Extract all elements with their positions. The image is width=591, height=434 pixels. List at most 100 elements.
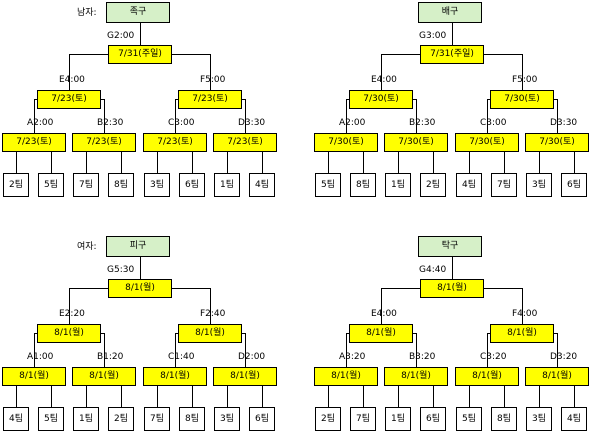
quarter-time-slot: B2:30 — [97, 118, 124, 128]
connector-line — [69, 54, 108, 55]
connector-line — [363, 376, 364, 407]
quarter-time-slot: D3:20 — [550, 352, 578, 362]
sport-name: 탁구 — [418, 236, 482, 257]
quarter-time-slot: D2:00 — [238, 352, 266, 362]
quarter-match-date: 7/30(토) — [525, 133, 589, 152]
connector-line — [433, 142, 434, 173]
quarter-match-date: 7/23(토) — [143, 133, 207, 152]
connector-line — [554, 333, 557, 334]
quarter-match-date: 8/1(월) — [314, 367, 378, 386]
connector-line — [346, 99, 349, 100]
quarter-match-date: 8/1(월) — [143, 367, 207, 386]
connector-line — [245, 333, 246, 367]
connector-line — [346, 333, 349, 334]
connector-line — [416, 99, 417, 133]
quarter-match-date: 8/1(월) — [455, 367, 519, 386]
connector-line — [262, 142, 263, 173]
quarter-match-date: 7/30(토) — [314, 133, 378, 152]
connector-line — [242, 99, 245, 100]
team-box: 1팀 — [214, 173, 240, 197]
semi-time-slot: F5:00 — [200, 75, 226, 85]
quarter-time-slot: A1:00 — [27, 352, 54, 362]
group-label: 남자: — [77, 8, 97, 18]
quarter-time-slot: B2:30 — [409, 118, 436, 128]
team-box: 1팀 — [385, 173, 411, 197]
quarter-match-date: 8/1(월) — [2, 367, 66, 386]
connector-line — [101, 99, 104, 100]
connector-line — [398, 376, 399, 407]
connector-line — [328, 376, 329, 407]
connector-line — [487, 333, 490, 334]
final-time-slot: G2:00 — [107, 31, 135, 41]
team-box: 3팀 — [214, 407, 240, 431]
team-box: 4팀 — [456, 173, 482, 197]
quarter-match-date: 7/23(토) — [2, 133, 66, 152]
quarter-time-slot: C3:20 — [480, 352, 507, 362]
team-box: 6팀 — [420, 407, 446, 431]
quarter-time-slot: C1:40 — [168, 352, 195, 362]
quarter-match-date: 8/1(월) — [525, 367, 589, 386]
connector-line — [16, 376, 17, 407]
team-box: 5팀 — [315, 173, 341, 197]
connector-line — [433, 376, 434, 407]
semi-time-slot: E4:00 — [371, 309, 397, 319]
connector-line — [121, 142, 122, 173]
semi-time-slot: F4:00 — [512, 309, 538, 319]
connector-line — [574, 376, 575, 407]
connector-line — [346, 333, 347, 367]
team-box: 7팀 — [73, 173, 99, 197]
connector-line — [557, 333, 558, 367]
team-box: 5팀 — [38, 407, 64, 431]
final-match-date: 8/1(월) — [420, 279, 484, 298]
team-box: 3팀 — [526, 407, 552, 431]
quarter-match-date: 8/1(월) — [213, 367, 277, 386]
team-box: 8팀 — [491, 407, 517, 431]
team-box: 1팀 — [385, 407, 411, 431]
connector-line — [452, 257, 453, 279]
team-box: 6팀 — [561, 173, 587, 197]
connector-line — [104, 333, 105, 367]
quarter-match-date: 8/1(월) — [72, 367, 136, 386]
semi-match-date: 8/1(월) — [37, 324, 101, 343]
connector-line — [172, 288, 210, 289]
connector-line — [413, 99, 416, 100]
final-time-slot: G4:40 — [419, 265, 447, 275]
connector-line — [557, 99, 558, 133]
semi-match-date: 7/30(토) — [349, 90, 413, 109]
quarter-match-date: 7/30(토) — [384, 133, 448, 152]
connector-line — [69, 288, 108, 289]
connector-line — [175, 99, 178, 100]
semi-time-slot: E4:00 — [371, 75, 397, 85]
connector-line — [484, 288, 522, 289]
quarter-time-slot: C3:00 — [480, 118, 507, 128]
connector-line — [51, 142, 52, 173]
semi-match-date: 8/1(월) — [490, 324, 554, 343]
connector-line — [381, 54, 420, 55]
connector-line — [157, 142, 158, 173]
connector-line — [172, 54, 210, 55]
connector-line — [504, 376, 505, 407]
connector-line — [140, 257, 141, 279]
semi-time-slot: F5:00 — [512, 75, 538, 85]
connector-line — [157, 376, 158, 407]
team-box: 2팀 — [420, 173, 446, 197]
connector-line — [381, 288, 420, 289]
quarter-time-slot: B3:20 — [409, 352, 436, 362]
connector-line — [192, 376, 193, 407]
team-box: 4팀 — [3, 407, 29, 431]
connector-line — [346, 99, 347, 133]
team-box: 7팀 — [144, 407, 170, 431]
quarter-time-slot: D3:30 — [238, 118, 266, 128]
connector-line — [574, 142, 575, 173]
team-box: 2팀 — [315, 407, 341, 431]
connector-line — [69, 54, 70, 90]
connector-line — [210, 288, 211, 324]
connector-line — [469, 376, 470, 407]
team-box: 3팀 — [526, 173, 552, 197]
team-box: 7팀 — [350, 407, 376, 431]
connector-line — [416, 333, 417, 367]
team-box: 8팀 — [108, 173, 134, 197]
connector-line — [140, 23, 141, 45]
connector-line — [484, 54, 522, 55]
